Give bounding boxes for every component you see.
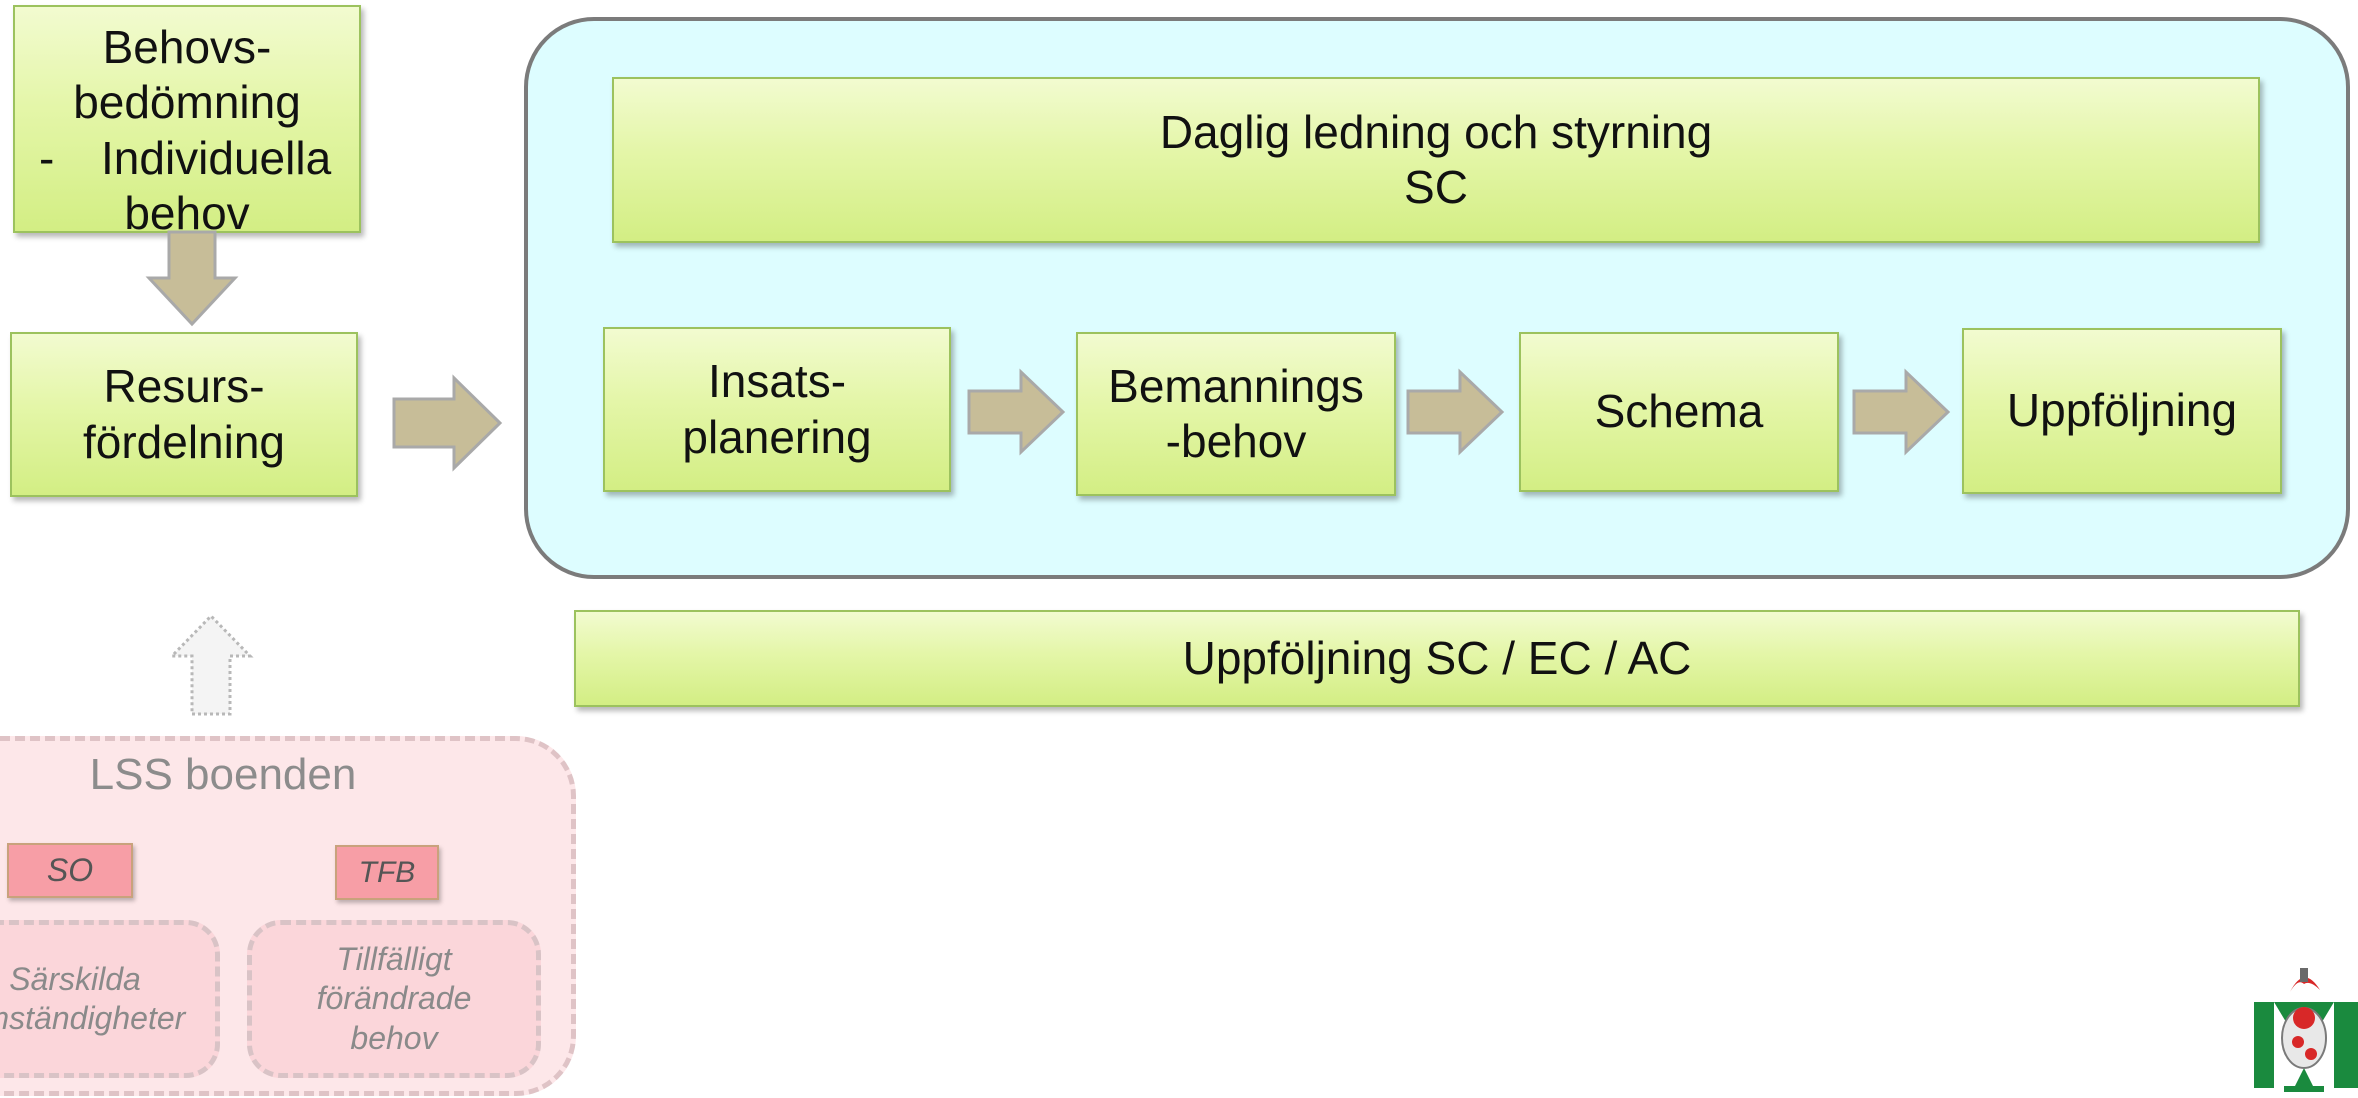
right-arrow-icon: [1406, 368, 1505, 456]
needs-assessment-item-1: Individuella: [101, 131, 332, 184]
special-circumstances-line-2: omständigheter: [0, 1000, 186, 1036]
daily-management-line-2: SC: [1404, 161, 1468, 213]
right-arrow-icon: [1852, 368, 1951, 456]
needs-assessment-title-2: bedömning: [73, 76, 301, 129]
temporary-needs-line-2: förändrade: [316, 980, 472, 1017]
step-label-1a: Insats-: [707, 355, 847, 408]
step-label-3: Schema: [1594, 385, 1764, 438]
step-box-schema: Schema: [1519, 332, 1839, 492]
needs-assessment-item-2: behov: [124, 186, 250, 239]
needs-assessment-item: - Individuella: [15, 131, 359, 186]
step-label-4: Uppföljning: [2006, 384, 2238, 437]
needs-assessment-title-1: Behovs-: [102, 21, 272, 74]
special-circumstances-box: Särskilda omständigheter: [0, 920, 220, 1078]
temporary-needs-box: Tillfälligt förändrade behov: [247, 920, 541, 1078]
tag-tfb: TFB: [335, 845, 439, 900]
temporary-needs-line-3: behov: [350, 1019, 438, 1056]
special-circumstances-line-1: Särskilda: [9, 960, 141, 997]
dotted-up-arrow-icon: [168, 613, 254, 716]
resource-allocation-box: Resurs- fördelning: [10, 332, 358, 497]
followup-bar-label: Uppföljning SC / EC / AC: [1182, 631, 1692, 684]
resource-allocation-line-1: Resurs-: [103, 360, 265, 413]
step-box-bemanningsbehov: Bemannings -behov: [1076, 332, 1396, 496]
resource-allocation-line-2: fördelning: [82, 415, 286, 468]
step-box-insatsplanering: Insats- planering: [603, 327, 951, 492]
followup-bar: Uppföljning SC / EC / AC: [574, 610, 2300, 707]
tag-so-label: SO: [46, 852, 94, 888]
step-label-2a: Bemannings: [1108, 359, 1364, 412]
bullet: -: [39, 131, 55, 184]
municipal-coat-of-arms-logo: [2254, 968, 2358, 1092]
temporary-needs-line-1: Tillfälligt: [336, 941, 452, 978]
needs-assessment-box: Behovs- bedömning - Individuella behov: [13, 5, 361, 239]
step-box-uppfoljning: Uppföljning: [1962, 328, 2282, 494]
step-label-1b: planering: [682, 410, 872, 463]
tag-so: SO: [7, 843, 133, 898]
right-arrow-icon: [392, 374, 503, 472]
step-label-2b: -behov: [1165, 415, 1307, 467]
down-arrow-icon: [145, 230, 239, 327]
daily-management-line-1: Daglig ledning och styrning: [1159, 105, 1713, 158]
daily-management-box: Daglig ledning och styrning SC: [612, 77, 2260, 243]
tag-tfb-label: TFB: [358, 855, 416, 889]
lss-title: LSS boenden: [89, 750, 357, 799]
right-arrow-icon: [967, 368, 1066, 456]
